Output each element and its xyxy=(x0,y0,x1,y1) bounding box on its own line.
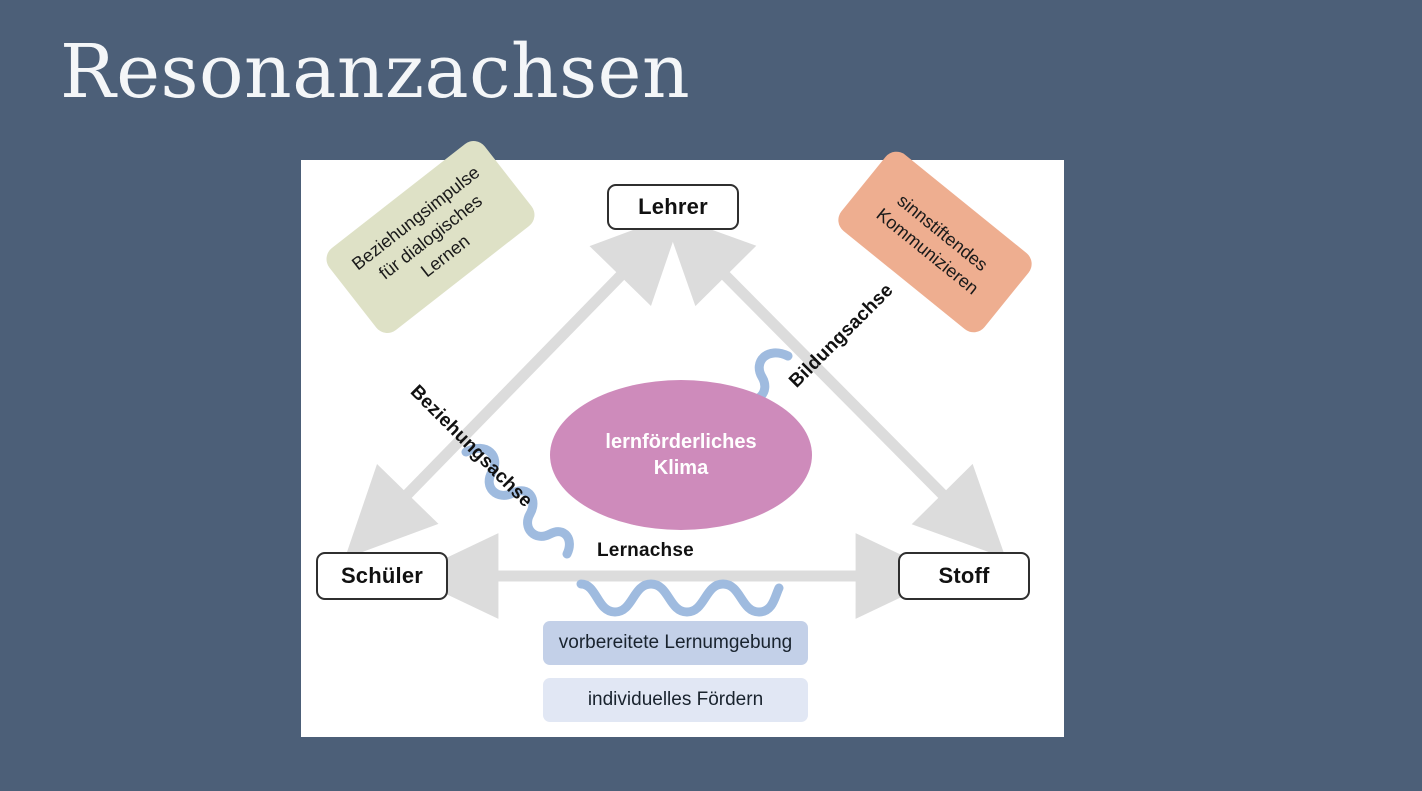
wave-lernachse xyxy=(576,579,784,617)
chip-vorbereitete-lernumgebung: vorbereitete Lernumgebung xyxy=(543,621,808,665)
node-stoff: Stoff xyxy=(898,552,1030,600)
page-title: Resonanzachsen xyxy=(60,29,691,115)
center-ellipse-line1: lernförderliches xyxy=(605,431,757,453)
center-ellipse-lernfoerderliches-klima: lernförderliches Klima xyxy=(550,380,812,530)
axis-label-lernachse: Lernachse xyxy=(597,540,694,561)
chip-individuelles-foerdern: individuelles Fördern xyxy=(543,678,808,722)
wave-beziehungsachse xyxy=(461,443,574,559)
arrow-beziehungsachse xyxy=(344,211,684,559)
node-lehrer: Lehrer xyxy=(607,184,739,230)
arrow-bildungsachse xyxy=(662,211,1006,559)
diagram-card: Beziehungsimpulse für dialogisches Lerne… xyxy=(301,135,1064,737)
center-ellipse-line2: Klima xyxy=(653,457,709,479)
node-schueler: Schüler xyxy=(316,552,448,600)
